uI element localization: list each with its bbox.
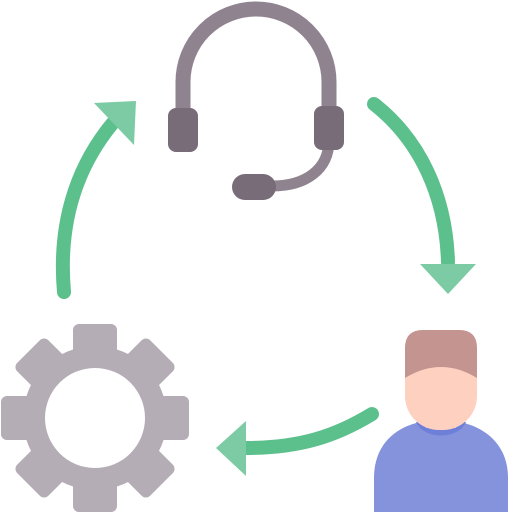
headband [175, 1, 337, 126]
user-body [374, 420, 508, 512]
user-icon [374, 330, 508, 512]
left-ear-cup [168, 108, 198, 152]
right-ear-cup [314, 106, 344, 150]
arrow-gear-to-headset [55, 101, 136, 299]
user-hair [405, 330, 477, 378]
microphone [232, 174, 276, 200]
cycle-arrow-icon [55, 97, 476, 476]
gear-icon [1, 324, 189, 512]
gear-hole [45, 368, 145, 468]
headset-icon [168, 1, 344, 200]
arrow-user-to-gear [216, 407, 379, 476]
arrow-headset-to-user [367, 97, 476, 294]
